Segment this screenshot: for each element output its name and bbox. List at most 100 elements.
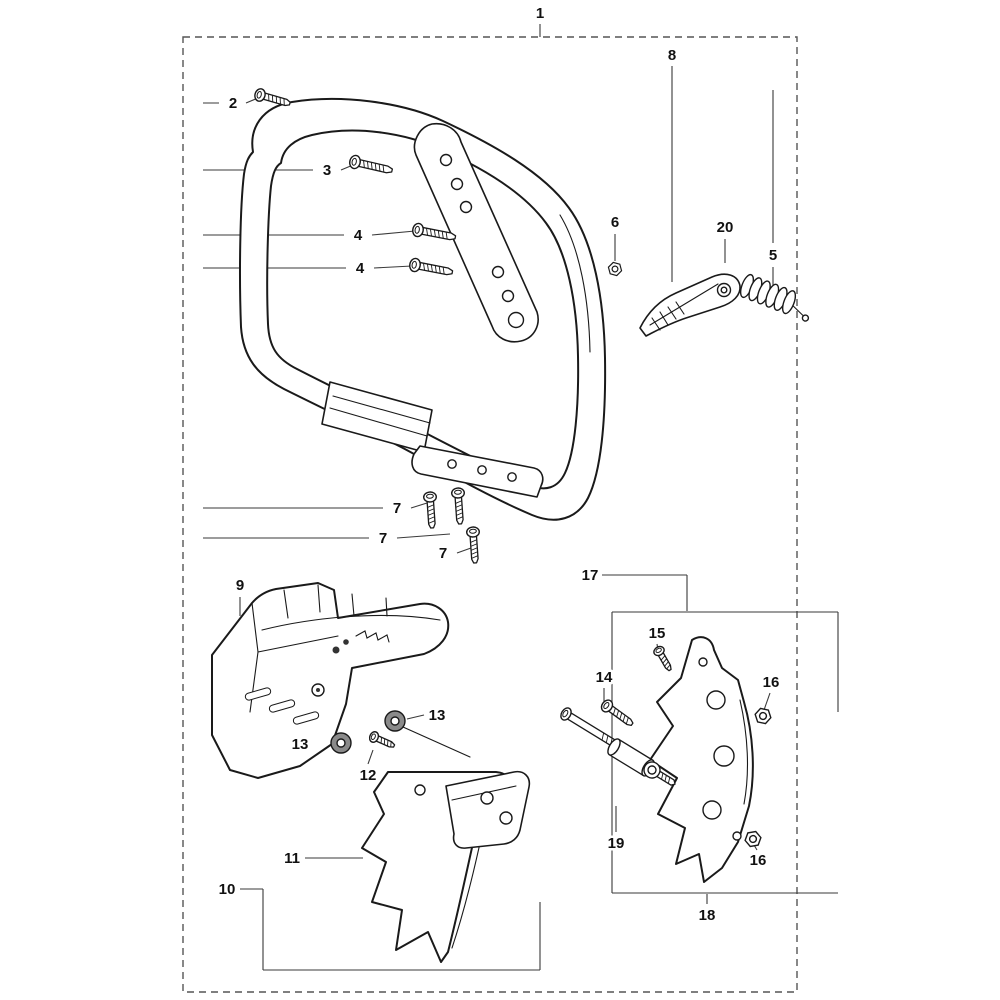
right-spike-kit — [560, 636, 773, 883]
leader-7c — [456, 547, 472, 554]
spike-right-hole — [713, 745, 735, 767]
tube-contour-line — [559, 214, 591, 353]
leader-4b — [203, 265, 413, 269]
mount-arm — [413, 122, 539, 343]
housing-slot — [244, 687, 272, 701]
leader-10 — [240, 888, 541, 971]
spike-mount-bracket — [445, 770, 531, 849]
bracket-hole — [480, 791, 494, 805]
housing-slot — [292, 711, 320, 725]
arm-hole — [491, 265, 505, 279]
part-label-6: 6 — [611, 214, 619, 231]
lever-hole-inner — [720, 286, 728, 294]
part-label-9: 9 — [236, 577, 244, 594]
part-label-13b: 13 — [429, 707, 446, 724]
spike-right-hole — [702, 800, 722, 820]
handlebar-drawing — [239, 97, 607, 521]
arm-hole — [501, 289, 515, 303]
part-label-11: 11 — [284, 850, 300, 867]
plate-hole — [477, 465, 487, 475]
leader-7a — [203, 502, 428, 509]
part-label-7c: 7 — [439, 545, 447, 562]
part-label-12: 12 — [360, 767, 377, 784]
spike-right-contour — [739, 699, 749, 805]
bushing-13a-bore — [336, 738, 346, 748]
guard-arc-line — [261, 614, 441, 631]
part-label-18: 18 — [699, 907, 716, 924]
screw-15-drawing — [651, 643, 676, 674]
housing-pivot — [332, 646, 340, 654]
part-label-17: 17 — [582, 567, 599, 584]
leader-7b — [203, 533, 451, 539]
part-label-5: 5 — [769, 247, 777, 264]
left-spike-drawing — [361, 770, 531, 963]
part-label-13a: 13 — [292, 736, 309, 753]
latch-teeth — [355, 630, 390, 643]
spring-coil — [781, 290, 797, 315]
bracket-hole — [499, 811, 513, 825]
leader-12 — [367, 749, 374, 765]
grip-sleeve-lines — [329, 395, 431, 437]
housing-pivot — [343, 639, 349, 645]
screw-7c-drawing — [465, 525, 483, 565]
part-label-4a: 4 — [354, 227, 363, 244]
spike-left-hole — [414, 784, 426, 796]
screw-axis-line — [402, 726, 471, 758]
screw-7b-drawing — [450, 486, 468, 526]
screw-3-drawing — [347, 153, 395, 178]
leader-13b — [406, 714, 425, 720]
arm-hole — [459, 200, 473, 214]
spike-right-small-hole — [698, 657, 708, 667]
nut-16a-drawing — [753, 706, 773, 726]
part-label-14: 14 — [596, 669, 613, 686]
nut-16b-drawing — [743, 830, 763, 848]
plate-hole — [447, 459, 457, 469]
part-label-10: 10 — [219, 881, 236, 898]
leader-lines — [203, 24, 839, 971]
spike-right-hole — [706, 690, 726, 710]
screw-4b-drawing — [407, 256, 455, 280]
lever-20-drawing — [639, 273, 741, 337]
part-label-15: 15 — [649, 625, 666, 642]
part-label-20: 20 — [717, 219, 734, 236]
lever-edge-line — [649, 283, 719, 326]
brake-housing-9-drawing — [211, 582, 450, 779]
grip-sleeve — [321, 381, 433, 453]
part-label-1: 1 — [536, 5, 544, 22]
nut-6-drawing — [606, 260, 624, 278]
leader-4a — [203, 230, 416, 236]
part-label-16b: 16 — [750, 852, 767, 869]
bushing-13b-bore — [390, 716, 400, 726]
part-label-8: 8 — [668, 47, 676, 64]
part-label-19: 19 — [608, 835, 625, 852]
housing-pin — [316, 688, 320, 692]
leader-16a — [763, 692, 771, 711]
screw-14-drawing — [598, 697, 637, 731]
leader-17 — [602, 574, 688, 611]
washer-screw-drawing — [643, 761, 676, 786]
arm-hole — [507, 311, 525, 329]
guard-ribs — [283, 584, 388, 619]
spike-right-small-hole — [732, 831, 742, 841]
arm-hole — [450, 177, 464, 191]
part-label-7a: 7 — [393, 500, 401, 517]
assembly-boundary-box — [182, 36, 798, 993]
housing-slot — [268, 699, 296, 713]
screw-7a-drawing — [422, 490, 440, 530]
part-label-7b: 7 — [379, 530, 387, 547]
arm-hole — [439, 153, 453, 167]
spring-end — [801, 314, 810, 322]
housing-fold-lines — [249, 602, 339, 713]
part-label-4b: 4 — [356, 260, 365, 277]
part-labels: 1 2 3 4 4 5 6 7 7 7 8 9 10 11 12 13 13 1… — [216, 3, 782, 927]
part-label-16a: 16 — [763, 674, 780, 691]
plate-hole — [507, 472, 517, 482]
part-label-3: 3 — [323, 162, 331, 179]
bushings-and-screw — [330, 710, 471, 758]
screw-12-drawing — [367, 729, 397, 752]
housing-silhouette — [211, 582, 450, 779]
spike-right-plate — [649, 636, 754, 883]
spring-5-drawing — [739, 273, 810, 322]
